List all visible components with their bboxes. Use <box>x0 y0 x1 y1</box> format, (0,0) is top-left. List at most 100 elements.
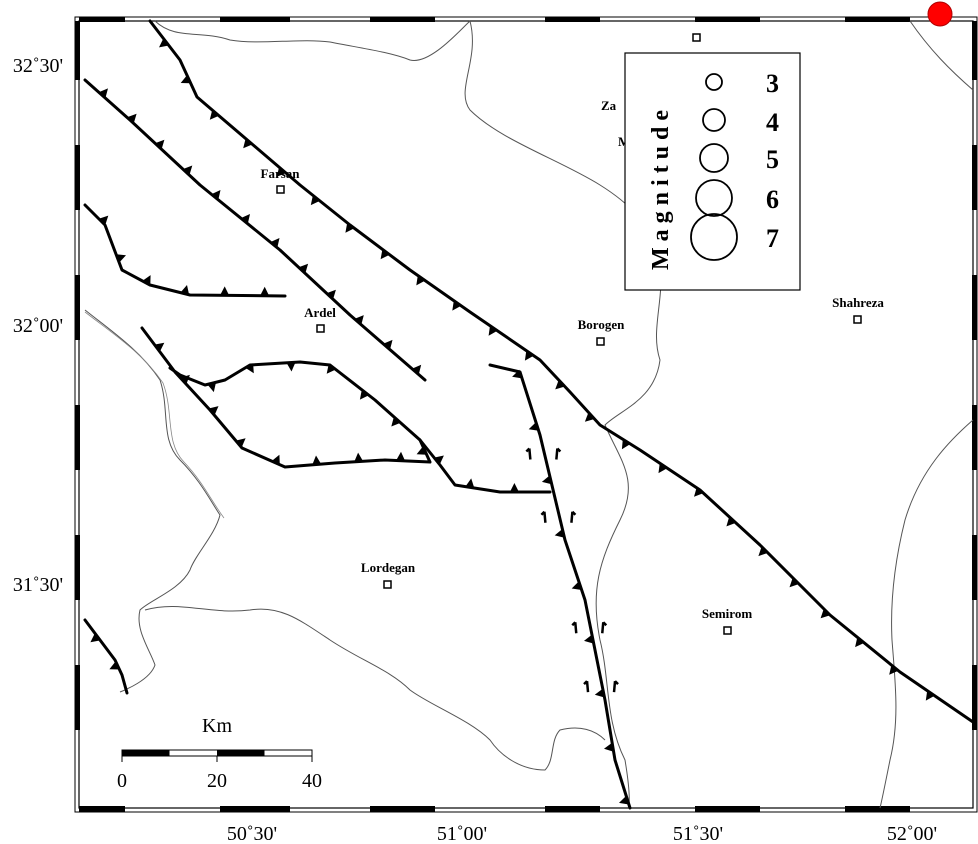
thrust-tooth-icon <box>694 487 704 497</box>
thrust-tooth-icon <box>658 463 668 474</box>
thrust-tooth-icon <box>286 362 296 372</box>
fault-strike-slip <box>488 363 632 810</box>
legend-label: 7 <box>766 224 779 253</box>
frame-tick-bar <box>79 17 125 22</box>
legend-circle-icon <box>702 108 726 132</box>
frame-tick-bars <box>75 17 977 812</box>
thrust-tooth-icon <box>820 608 831 619</box>
scale-bar-segment <box>122 750 170 756</box>
thrust-tooth-icon <box>271 454 280 465</box>
thrust-tooth-icon <box>354 452 364 462</box>
strike-slip-arrow-icon <box>555 447 562 460</box>
border-line-northeast <box>909 20 974 91</box>
thrust-tooth-icon <box>243 138 253 149</box>
latitude-labels: 32˚30' 32˚00' 31˚30' <box>13 55 63 596</box>
thrust-tooth-icon <box>98 88 108 99</box>
frame-tick-bar <box>845 806 910 812</box>
thrust-tooth-icon <box>758 546 768 557</box>
thrust-tooth-icon <box>789 577 799 588</box>
frame-tick-bar <box>545 17 600 22</box>
thrust-tooth-icon <box>584 634 594 644</box>
thrust-tooth-icon <box>855 637 865 648</box>
frame-tick-bar <box>545 806 600 812</box>
thrust-tooth-icon <box>207 382 216 393</box>
city-shahreza[interactable]: Shahreza <box>832 295 884 324</box>
thrust-tooth-icon <box>326 289 336 300</box>
legend-circle-icon <box>695 179 733 217</box>
city-lordegan[interactable]: Lordegan <box>361 560 416 589</box>
frame-tick-bar <box>972 405 977 470</box>
thrust-tooth-icon <box>391 416 401 427</box>
thrust-tooth-icon <box>411 364 422 375</box>
frame-tick-bar <box>220 806 290 812</box>
thrust-tooth-icon <box>260 286 270 296</box>
thrust-tooth-icon <box>235 438 246 448</box>
border-line-south <box>144 605 606 771</box>
thrust-tooth-icon <box>554 529 565 538</box>
thrust-tooth-icon <box>619 795 629 805</box>
fault-main-zagros <box>148 19 975 724</box>
thrust-tooth-icon <box>326 364 336 374</box>
strike-slip-arrow-icon <box>540 510 547 523</box>
legend-circle-icon <box>699 143 729 173</box>
strike-slip-arrow-icon <box>525 447 532 460</box>
thrust-tooth-icon <box>180 75 191 84</box>
thrust-tooth-icon <box>180 374 190 385</box>
thrust-tooth-icon <box>109 661 120 670</box>
strike-slip-arrow-icon <box>583 680 590 693</box>
frame-tick-bar <box>845 17 910 22</box>
lat-label: 31˚30' <box>13 574 63 596</box>
legend-label: 5 <box>766 145 779 174</box>
thrust-tooth-icon <box>509 483 519 492</box>
thrust-tooth-icon <box>245 363 254 374</box>
thrust-tooth-icon <box>276 167 286 177</box>
border-line-north <box>154 20 471 61</box>
frame-tick-bar <box>220 17 290 22</box>
thrust-tooth-icon <box>182 165 193 176</box>
cities: Farsan Ardel Borogen Shahreza Lordegan S… <box>261 33 884 635</box>
scale-unit: Km <box>202 715 232 737</box>
city-farsan[interactable]: Farsan <box>261 166 301 194</box>
strike-slip-arrow-icon <box>601 621 608 634</box>
thrust-tooth-icon <box>452 300 462 311</box>
thrust-tooth-icon <box>209 110 219 120</box>
strike-slip-arrows <box>525 447 619 693</box>
frame-tick-bar <box>972 665 977 730</box>
scale-label: 20 <box>207 770 227 792</box>
city-square-icon <box>316 324 325 333</box>
thrust-tooth-icon <box>524 350 534 361</box>
thrust-tooth-icon <box>889 665 899 675</box>
city-ardel[interactable]: Ardel <box>304 305 336 333</box>
thrust-tooth-icon <box>604 742 614 752</box>
frame-tick-bar <box>972 145 977 210</box>
thrust-tooth-icon <box>127 113 137 124</box>
city-semirom[interactable]: Semirom <box>702 606 752 635</box>
border-line-west-inner <box>84 311 225 519</box>
thrust-tooth-icon <box>98 215 109 226</box>
frame-tick-bar <box>75 145 80 210</box>
thrust-tooth-icon <box>416 446 427 455</box>
thrust-tooth-icon <box>312 455 322 465</box>
thrust-tooth-icon <box>416 275 426 286</box>
lat-label: 32˚00' <box>13 315 63 337</box>
city-square-icon <box>276 185 285 194</box>
lon-label: 51˚30' <box>673 823 723 844</box>
thrust-tooth-icon <box>621 439 631 450</box>
thrust-tooth-icon <box>488 325 498 336</box>
thrust-tooth-icon <box>90 633 101 643</box>
earthquake-epicenter-marker[interactable] <box>927 1 953 27</box>
city-label: Lordegan <box>361 560 416 575</box>
frame-tick-bar <box>370 17 435 22</box>
longitude-labels: 50˚30' 51˚00' 51˚30' 52˚00' <box>227 823 937 844</box>
city-borogen[interactable]: Borogen <box>578 317 625 346</box>
scale-bar-segment <box>217 750 265 756</box>
legend-label: 3 <box>766 69 779 98</box>
thrust-tooth-icon <box>142 275 151 286</box>
frame-tick-bar <box>972 275 977 340</box>
city-label: Semirom <box>702 606 752 621</box>
thrust-tooth-icon <box>154 342 165 352</box>
fault-lines <box>83 19 975 810</box>
scale-label: 0 <box>117 770 127 792</box>
city-top-edge[interactable] <box>692 33 701 42</box>
city-square-icon <box>723 626 732 635</box>
